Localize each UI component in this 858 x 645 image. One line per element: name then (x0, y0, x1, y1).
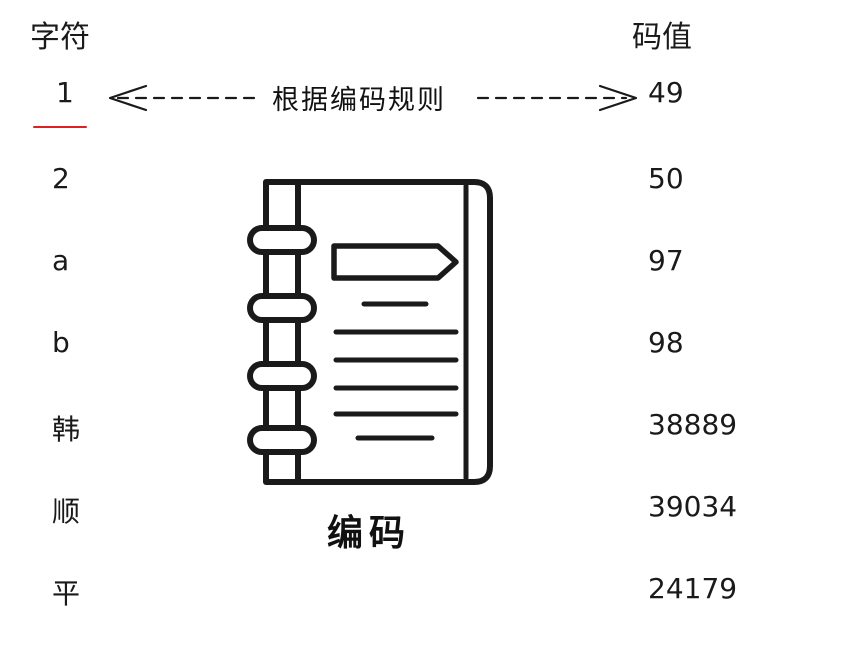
char-row-1: 1 (56, 76, 74, 109)
notebook-caption: 编码 (327, 513, 412, 554)
char-row-5: 韩 (52, 413, 81, 446)
notebook-ring-1 (247, 225, 317, 255)
code-row-2: 50 (648, 162, 684, 195)
highlight-underline (33, 126, 87, 128)
char-row-7: 平 (52, 577, 81, 610)
char-row-4: b (52, 326, 70, 359)
code-row-7: 24179 (648, 572, 738, 605)
notebook-cover (263, 179, 493, 485)
char-row-3: a (52, 244, 70, 277)
character-column-header: 字符 (30, 20, 90, 55)
char-row-2: 2 (52, 162, 70, 195)
code-row-6: 39034 (648, 490, 738, 523)
char-row-6: 顺 (52, 495, 81, 528)
code-row-4: 98 (648, 326, 684, 359)
code-row-1: 49 (648, 76, 684, 109)
code-value-column-header: 码值 (632, 20, 692, 55)
arrow-head-left (108, 84, 148, 112)
encoding-rule-label: 根据编码规则 (268, 78, 450, 117)
code-row-3: 97 (648, 244, 684, 277)
notebook-ring-4 (247, 425, 317, 455)
notebook-ring-3 (247, 361, 317, 391)
code-row-5: 38889 (648, 408, 738, 441)
notebook-label-tag (331, 243, 459, 281)
notebook-ring-2 (247, 293, 317, 323)
arrow-head-right (598, 84, 638, 112)
